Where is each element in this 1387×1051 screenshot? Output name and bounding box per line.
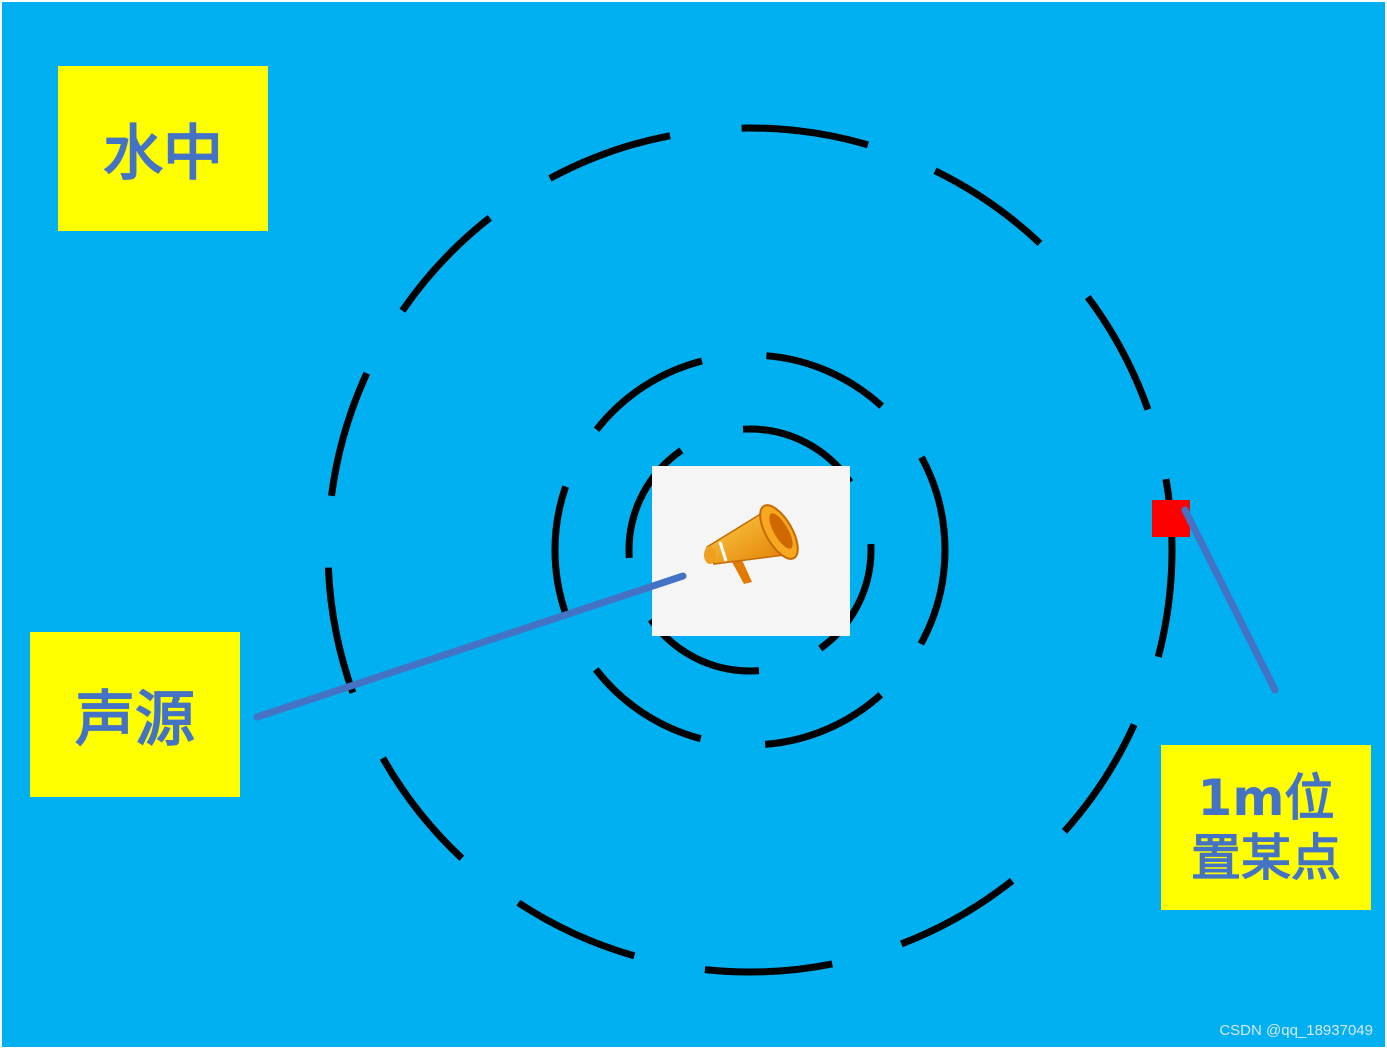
water-label-box: 水中: [58, 66, 268, 231]
watermark: CSDN @qq_18937049: [1219, 1022, 1373, 1039]
source-pointer-line: [253, 572, 687, 721]
wave-ring-middle: [551, 351, 949, 749]
megaphone-icon: [704, 504, 799, 584]
point-label-line2: 置某点: [1191, 828, 1341, 887]
source-label-box: 声源: [30, 632, 240, 797]
point-pointer-line: [1181, 506, 1279, 694]
wave-ring-outer: [324, 124, 1176, 976]
point-label-box: 1m位 置某点: [1161, 745, 1371, 910]
source-label: 声源: [75, 685, 195, 755]
wave-ring-inner: [625, 425, 875, 675]
water-label: 水中: [103, 119, 223, 189]
measure-point-marker: [1152, 500, 1190, 537]
point-label-line1: 1m位: [1197, 768, 1335, 827]
